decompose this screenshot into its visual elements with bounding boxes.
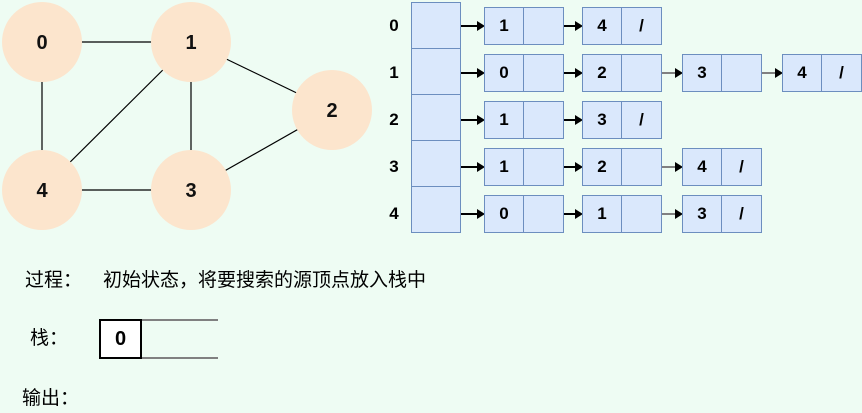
list-node-pointer bbox=[622, 196, 661, 232]
row-index-label: 4 bbox=[389, 204, 399, 223]
graph-node-0 bbox=[2, 2, 82, 82]
graph-node-1 bbox=[151, 2, 231, 82]
list-node-value: 1 bbox=[485, 8, 524, 44]
list-node-pointer: / bbox=[839, 63, 844, 82]
list-node-pointer: / bbox=[639, 110, 644, 129]
graph-node-4-label: 4 bbox=[36, 180, 48, 202]
graph-node-0-label: 0 bbox=[36, 32, 47, 54]
list-node: 4 / bbox=[682, 148, 762, 186]
list-node-value: 3 bbox=[683, 55, 722, 91]
list-node: 3 bbox=[682, 54, 762, 92]
graph-node-2 bbox=[292, 70, 372, 150]
list-node: 0 bbox=[484, 195, 564, 233]
graph-svg: 0 1 2 3 4 bbox=[2, 2, 372, 230]
list-node: 0 bbox=[484, 54, 564, 92]
output-label: 输出： bbox=[22, 388, 80, 409]
graph-node-2-label: 2 bbox=[326, 100, 337, 122]
list-node-value: 1 bbox=[485, 149, 524, 185]
list-node: 3 / bbox=[582, 101, 662, 139]
head-pointer-array bbox=[411, 2, 461, 233]
list-node-pointer bbox=[622, 149, 661, 185]
list-node-pointer bbox=[524, 102, 563, 138]
list-node-value: 2 bbox=[583, 149, 622, 185]
stack-channel-bottom-line bbox=[140, 357, 218, 359]
list-node: 2 bbox=[582, 54, 662, 92]
row-index-label: 2 bbox=[389, 110, 399, 129]
list-node-value: 0 bbox=[485, 196, 524, 232]
list-node: 1 bbox=[582, 195, 662, 233]
process-label: 过程： bbox=[25, 270, 83, 291]
list-node-value: 4 bbox=[783, 55, 822, 91]
list-node: 1 bbox=[484, 148, 564, 186]
list-node: 1 bbox=[484, 7, 564, 45]
list-node: 4 / bbox=[782, 54, 862, 92]
list-node-value: 4 bbox=[583, 8, 622, 44]
list-node-value: 0 bbox=[485, 55, 524, 91]
list-node-value: 3 bbox=[683, 196, 722, 232]
array-cell bbox=[411, 185, 461, 233]
list-node-pointer bbox=[524, 8, 563, 44]
list-node-pointer: / bbox=[639, 16, 644, 35]
graph-panel: 0 1 2 3 4 bbox=[0, 0, 380, 250]
list-node-pointer bbox=[524, 149, 563, 185]
list-node-value: 3 bbox=[583, 102, 622, 138]
list-node: 3 / bbox=[682, 195, 762, 233]
graph-node-3-label: 3 bbox=[185, 180, 196, 202]
graph-node-1-label: 1 bbox=[185, 32, 196, 54]
list-node-pointer: / bbox=[739, 204, 744, 223]
process-text: 初始状态，将要搜索的源顶点放入栈中 bbox=[103, 270, 427, 291]
list-node-pointer bbox=[722, 55, 761, 91]
list-node-pointer bbox=[524, 196, 563, 232]
graph-node-3 bbox=[151, 150, 231, 230]
array-cell bbox=[411, 2, 461, 50]
graph-node-4 bbox=[2, 150, 82, 230]
list-node-value: 1 bbox=[583, 196, 622, 232]
list-node-value: 1 bbox=[485, 102, 524, 138]
array-cell bbox=[411, 93, 461, 141]
list-node-pointer: / bbox=[739, 157, 744, 176]
stack-item: 0 bbox=[99, 319, 142, 359]
list-node-pointer bbox=[524, 55, 563, 91]
adjacency-list-panel: 0 1 2 3 4 1 4 / 0 2 3 bbox=[380, 0, 862, 250]
array-cell bbox=[411, 47, 461, 96]
stack-label: 栈： bbox=[30, 328, 69, 349]
list-node-value: 2 bbox=[583, 55, 622, 91]
list-node: 1 bbox=[484, 101, 564, 139]
row-index-label: 0 bbox=[389, 16, 399, 35]
row-index-label: 1 bbox=[389, 63, 399, 82]
list-node: 4 / bbox=[582, 7, 662, 45]
list-node-pointer bbox=[622, 55, 661, 91]
array-cell bbox=[411, 139, 461, 187]
list-node-value: 4 bbox=[683, 149, 722, 185]
stack-channel-top-line bbox=[140, 319, 218, 321]
row-index-label: 3 bbox=[389, 157, 399, 176]
list-node: 2 bbox=[582, 148, 662, 186]
